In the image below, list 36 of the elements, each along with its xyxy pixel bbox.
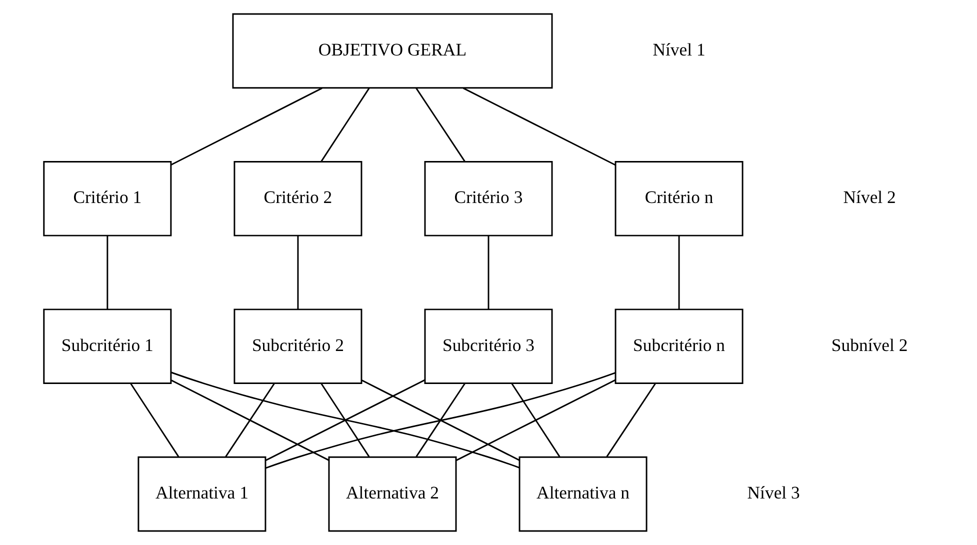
- node-box: Critério 3: [424, 160, 553, 236]
- connector: [511, 383, 560, 458]
- label: Nível 2: [843, 187, 896, 208]
- node-box: Subcritério 2: [234, 308, 362, 384]
- node-box: Subcritério n: [614, 308, 744, 384]
- connector: [170, 372, 520, 468]
- connector: [106, 236, 108, 309]
- node-box: Subcritério 1: [43, 308, 172, 384]
- connector: [297, 236, 299, 309]
- connector: [320, 383, 370, 458]
- node-box: Critério 1: [43, 160, 172, 236]
- connector: [416, 383, 466, 458]
- connector: [225, 383, 275, 458]
- node-box: OBJETIVO GERAL: [232, 13, 553, 89]
- connector: [488, 236, 490, 309]
- connector: [130, 383, 180, 458]
- node-box: Critério n: [614, 160, 744, 236]
- connector: [416, 88, 466, 162]
- connector: [362, 380, 520, 461]
- node-box: Alternativa n: [518, 456, 648, 532]
- connector: [265, 372, 616, 469]
- connector: [266, 379, 426, 461]
- connector: [606, 383, 656, 458]
- node-box: Subcritério 3: [424, 308, 553, 384]
- connector: [678, 236, 680, 309]
- connector: [171, 380, 330, 461]
- node-box: Alternativa 2: [328, 456, 457, 532]
- connector: [463, 88, 616, 166]
- label: Nível 1: [652, 40, 706, 60]
- connector: [320, 88, 370, 162]
- label: Nível 3: [747, 482, 800, 503]
- connector: [456, 379, 616, 461]
- node-box: Alternativa 1: [138, 456, 266, 532]
- label: Subnível 2: [831, 334, 908, 355]
- connector: [170, 88, 322, 166]
- node-box: Critério 2: [234, 160, 362, 236]
